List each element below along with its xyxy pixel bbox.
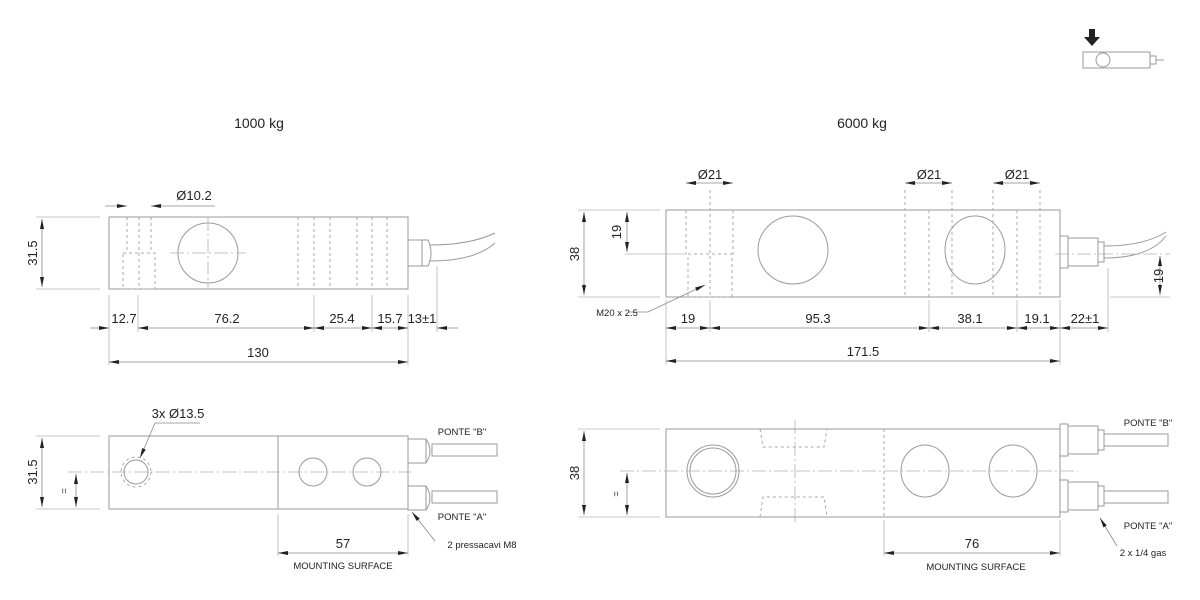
label-left-bottom-mount_label: MOUNTING SURFACE — [293, 561, 392, 572]
dim-height: 31.5 — [25, 240, 40, 265]
label-left-bottom-eq: = — [59, 488, 70, 494]
label-right-bottom-bridge_b: PONTE "B" — [1124, 418, 1172, 429]
label-left-bottom-height: 31.5 — [25, 459, 40, 484]
right-side-view: Ø21 Ø21 Ø21 38 19 19 M20 x 2.5 19 95.3 3… — [567, 167, 1170, 365]
dim-d4: 15.7 — [377, 311, 402, 326]
label-left-bottom-bridge_a: PONTE "A" — [438, 512, 486, 523]
left-plan-view: 31.5 = 3x Ø13.5 PONTE "B" PONTE "A" 2 pr… — [25, 406, 517, 572]
label-right-top-d3: 38.1 — [957, 311, 982, 326]
load-direction-arrow-icon — [1082, 29, 1164, 69]
label-right-top-height: 38 — [567, 247, 582, 261]
label-right-bottom-mount_label: MOUNTING SURFACE — [926, 562, 1025, 573]
holes-label: 3x Ø13.5 — [152, 406, 205, 421]
label-right-top-hole2: Ø21 — [917, 167, 942, 182]
dim-d3: 25.4 — [329, 311, 354, 326]
title-1000kg: 1000 kg — [234, 115, 284, 131]
label-right-bottom-mount: 76 — [965, 536, 979, 551]
title-6000kg: 6000 kg — [837, 115, 887, 131]
dim-total: 130 — [247, 345, 269, 360]
dim-d5: 13±1 — [408, 311, 437, 326]
dim-d1: 12.7 — [111, 311, 136, 326]
label-right-top-hole3: Ø21 — [1005, 167, 1030, 182]
label-right-top-d2: 95.3 — [805, 311, 830, 326]
right-plan-view: 38 = PONTE "B" PONTE "A" 2 x 1/4 gas 76 … — [567, 418, 1172, 573]
label-left-bottom-glands: 2 pressacavi M8 — [447, 540, 516, 551]
dim-d2: 76.2 — [214, 311, 239, 326]
label-right-bottom-height: 38 — [567, 466, 582, 480]
label-right-top-hole1: Ø21 — [698, 167, 723, 182]
label-left-bottom-mount: 57 — [336, 536, 350, 551]
left-side-view: 31.5 Ø10.2 12.7 76.2 25.4 15.7 13±1 130 — [25, 188, 496, 365]
label-right-top-cable_h: 19 — [1151, 269, 1166, 283]
label-right-top-thread: M20 x 2.5 — [596, 308, 638, 319]
label-left-bottom-bridge_b: PONTE "B" — [438, 427, 486, 438]
label-right-bottom-glands: 2 x 1/4 gas — [1120, 548, 1167, 559]
label-right-bottom-bridge_a: PONTE "A" — [1124, 521, 1172, 532]
label-right-top-d4: 19.1 — [1024, 311, 1049, 326]
label-right-top-d1: 19 — [681, 311, 695, 326]
dim-hole-dia: Ø10.2 — [176, 188, 211, 203]
label-right-bottom-eq: = — [611, 491, 622, 497]
label-right-top-half: 19 — [609, 225, 624, 239]
label-right-top-total: 171.5 — [847, 344, 880, 359]
label-right-top-d5: 22±1 — [1071, 311, 1100, 326]
